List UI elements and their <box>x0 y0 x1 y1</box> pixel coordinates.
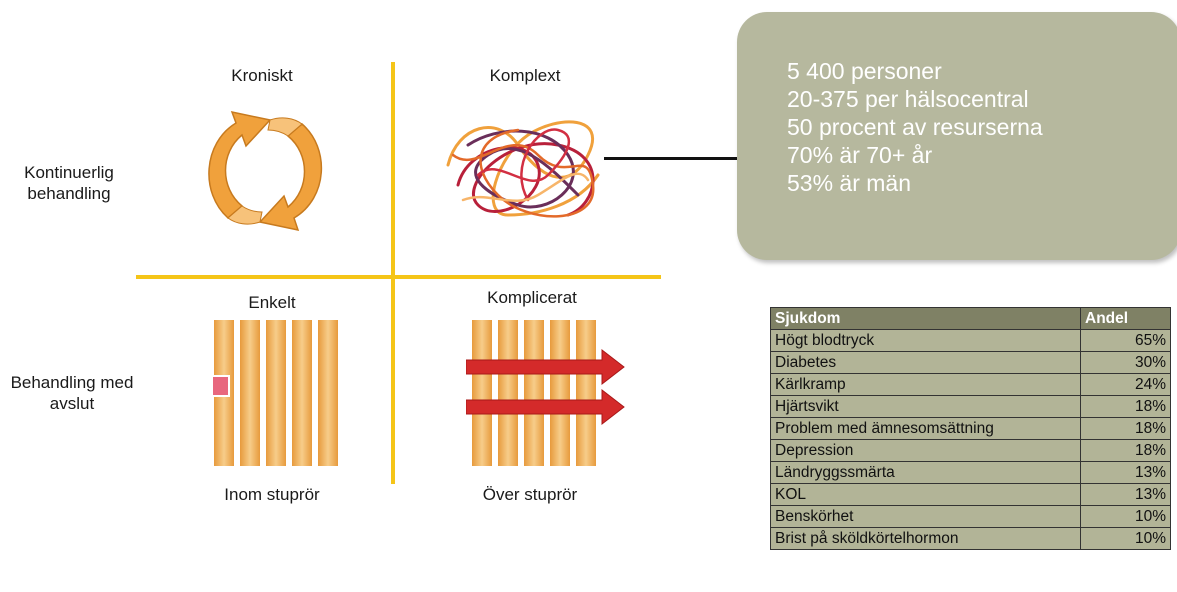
stat-line: 5 400 personer <box>787 58 942 84</box>
caption-inom-stupror: Inom stuprör <box>224 485 320 504</box>
vertical-divider <box>391 62 395 484</box>
callout-connector <box>604 157 739 160</box>
silo-columns-icon <box>212 320 338 466</box>
stat-line: 70% är 70+ år <box>787 142 933 168</box>
stat-line: 53% är män <box>787 170 912 196</box>
circular-arrows-icon <box>208 110 322 232</box>
silo-arrows-icon <box>466 320 625 466</box>
quadrant-title-komplicerat: Komplicerat <box>487 288 577 307</box>
stats-callout-text: 5 400 personer 20-375 per hälsocentral 5… <box>787 57 1043 197</box>
quadrant-title-enkelt: Enkelt <box>248 293 296 312</box>
stat-line: 50 procent av resurserna <box>787 114 1043 140</box>
stat-line: 20-375 per hälsocentral <box>787 86 1029 112</box>
row-label-continuous: Kontinuerlig behandling <box>24 163 114 203</box>
caption-over-stupror: Över stuprör <box>482 485 578 504</box>
stats-callout: 5 400 personer 20-375 per hälsocentral 5… <box>737 12 1177 260</box>
horizontal-divider <box>136 275 661 279</box>
header-andel: Andel <box>1080 307 1171 330</box>
header-sjukdom: Sjukdom <box>770 307 1081 330</box>
row-label-with-end: Behandling med avslut <box>10 373 134 413</box>
table-header-row: Sjukdom Andel <box>770 307 1171 330</box>
tangled-yarn-icon <box>446 120 600 218</box>
quadrant-title-komplext: Komplext <box>489 66 561 85</box>
quadrant-title-kroniskt: Kroniskt <box>231 66 293 85</box>
